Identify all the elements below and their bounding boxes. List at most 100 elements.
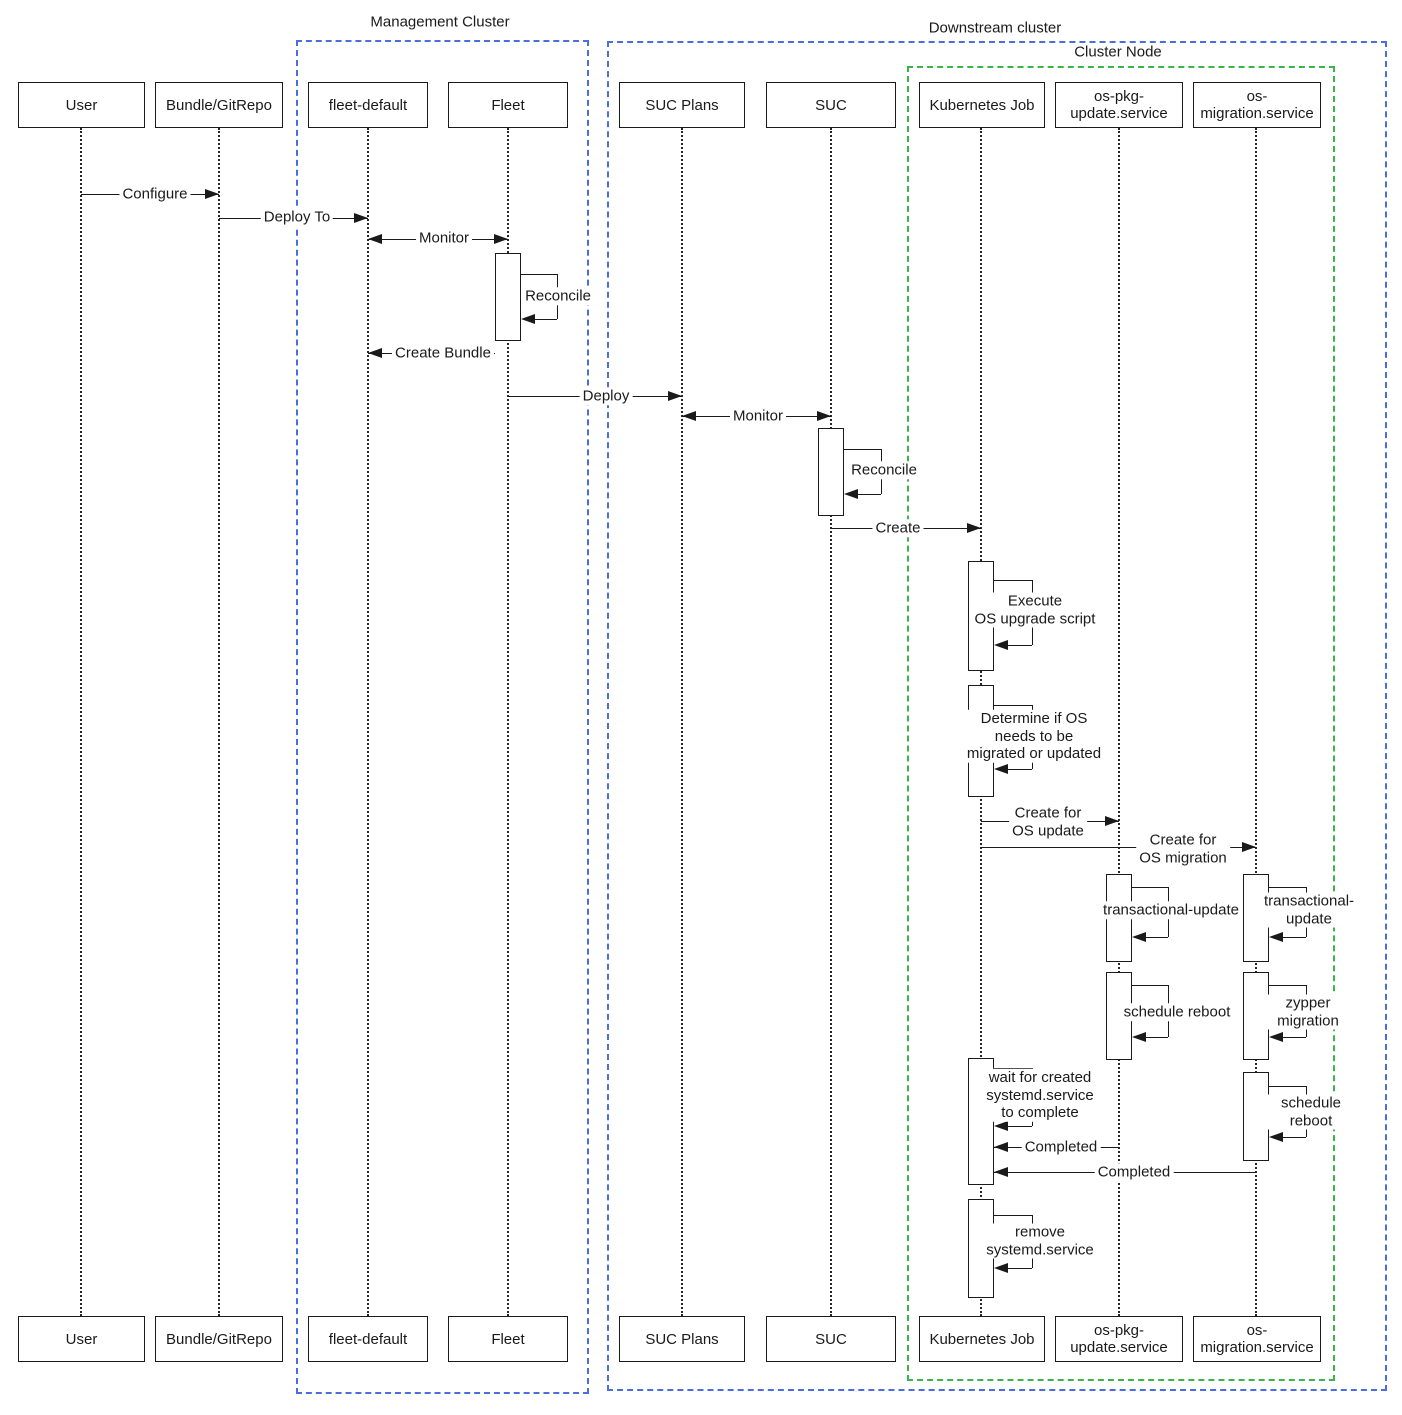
message-label-monitor-fleet: Monitor (415, 229, 473, 247)
participant-box-bottom-bundle-gitrepo: Bundle/GitRepo (155, 1316, 283, 1362)
participant-box-top-fleet-default: fleet-default (308, 82, 428, 128)
frame-label-management-cluster: Management Cluster (367, 13, 513, 31)
lifeline-os-migration-service (1255, 128, 1257, 1316)
activation-fleet-act (495, 253, 521, 341)
message-arrowhead-deploy (668, 391, 682, 402)
selfcall-arrowhead-transactional-update-pkg (1132, 932, 1146, 943)
participant-box-bottom-os-pkg-update-service: os-pkg- update.service (1055, 1316, 1183, 1362)
selfcall-label-schedule-reboot-mig: schedule reboot (1265, 1094, 1357, 1130)
lifeline-bundle-gitrepo (218, 128, 220, 1316)
frame-cluster-node (907, 66, 1335, 1381)
message-line-create-for-os-migration (981, 847, 1256, 848)
selfcall-bottom-wait-for-systemd-service (1006, 1126, 1032, 1127)
selfcall-bottom-transactional-update-pkg (1144, 937, 1168, 938)
selfcall-top-suc-reconcile (844, 449, 881, 450)
message-label-create-for-os-update: Create for OS update (1009, 804, 1087, 840)
participant-box-bottom-user: User (18, 1316, 145, 1362)
lifeline-suc-plans (681, 128, 683, 1316)
selfcall-arrowhead-schedule-reboot-mig (1269, 1132, 1283, 1143)
message-arrowhead-left-monitor-suc (682, 411, 696, 422)
lifeline-fleet-default (367, 128, 369, 1316)
selfcall-bottom-fleet-reconcile (533, 319, 557, 320)
selfcall-bottom-zypper-migration (1281, 1037, 1306, 1038)
message-arrowhead-create (967, 523, 981, 534)
message-label-completed-pkg: Completed (1021, 1138, 1101, 1156)
participant-box-top-os-migration-service: os- migration.service (1193, 82, 1321, 128)
selfcall-label-schedule-reboot-pkg: schedule reboot (1120, 1003, 1234, 1021)
participant-box-top-user: User (18, 82, 145, 128)
selfcall-top-determine-os-migrate-or-update (994, 705, 1032, 706)
message-label-configure: Configure (119, 185, 191, 203)
message-label-deploy: Deploy (579, 387, 633, 405)
selfcall-top-transactional-update-pkg (1132, 887, 1168, 888)
selfcall-label-zypper-migration: zypper migration (1261, 994, 1355, 1030)
lifeline-user (80, 128, 82, 1316)
selfcall-top-schedule-reboot-pkg (1132, 985, 1168, 986)
message-arrowhead-left-completed-pkg (994, 1142, 1008, 1153)
lifeline-suc (830, 128, 832, 1316)
lifeline-os-pkg-update-service (1118, 128, 1120, 1316)
activation-mig-act-3 (1243, 1072, 1269, 1161)
message-label-deploy-to: Deploy To (260, 208, 334, 226)
selfcall-top-transactional-update-mig (1269, 887, 1306, 888)
lifeline-fleet (507, 128, 509, 1316)
activation-suc-act (818, 428, 844, 516)
participant-box-top-bundle-gitrepo: Bundle/GitRepo (155, 82, 283, 128)
selfcall-label-fleet-reconcile: Reconcile (522, 287, 594, 305)
selfcall-arrowhead-execute-os-upgrade-script (994, 640, 1008, 651)
participant-box-top-kubernetes-job: Kubernetes Job (919, 82, 1045, 128)
selfcall-bottom-schedule-reboot-mig (1281, 1137, 1306, 1138)
message-arrowhead-left-monitor-fleet (368, 234, 382, 245)
selfcall-bottom-transactional-update-mig (1281, 937, 1306, 938)
message-label-completed-mig: Completed (1094, 1163, 1174, 1181)
message-arrowhead-configure (205, 189, 219, 200)
message-arrowhead-left-completed-mig (994, 1167, 1008, 1178)
selfcall-top-remove-systemd-service (994, 1215, 1032, 1216)
selfcall-top-zypper-migration (1269, 985, 1306, 986)
selfcall-label-execute-os-upgrade-script: Execute OS upgrade script (971, 592, 1099, 628)
participant-box-top-suc: SUC (766, 82, 896, 128)
selfcall-arrowhead-zypper-migration (1269, 1032, 1283, 1043)
selfcall-label-remove-systemd-service: remove systemd.service (983, 1223, 1097, 1259)
selfcall-arrowhead-remove-systemd-service (994, 1263, 1008, 1274)
frame-downstream-cluster (607, 41, 1387, 1391)
message-arrowhead-deploy-to (354, 213, 368, 224)
participant-box-top-suc-plans: SUC Plans (619, 82, 745, 128)
selfcall-top-execute-os-upgrade-script (994, 580, 1032, 581)
selfcall-label-transactional-update-mig: transactional-update (1260, 892, 1358, 928)
participant-box-top-os-pkg-update-service: os-pkg- update.service (1055, 82, 1183, 128)
message-arrowhead-monitor-suc (817, 411, 831, 422)
participant-box-bottom-suc-plans: SUC Plans (619, 1316, 745, 1362)
selfcall-label-determine-os-migrate-or-update: Determine if OS needs to be migrated or … (963, 709, 1105, 763)
participant-box-bottom-kubernetes-job: Kubernetes Job (919, 1316, 1045, 1362)
selfcall-arrowhead-transactional-update-mig (1269, 932, 1283, 943)
participant-box-bottom-fleet: Fleet (448, 1316, 568, 1362)
selfcall-arrowhead-schedule-reboot-pkg (1132, 1032, 1146, 1043)
participant-box-bottom-os-migration-service: os- migration.service (1193, 1316, 1321, 1362)
selfcall-arrowhead-determine-os-migrate-or-update (994, 764, 1008, 775)
selfcall-label-suc-reconcile: Reconcile (848, 461, 920, 479)
frame-label-cluster-node: Cluster Node (1071, 43, 1165, 61)
selfcall-label-wait-for-systemd-service: wait for created systemd.service to comp… (983, 1068, 1097, 1122)
selfcall-bottom-execute-os-upgrade-script (1006, 645, 1032, 646)
message-arrowhead-create-for-os-migration (1242, 842, 1256, 853)
selfcall-top-schedule-reboot-mig (1269, 1086, 1306, 1087)
message-label-create-bundle: Create Bundle (392, 344, 494, 362)
participant-box-bottom-fleet-default: fleet-default (308, 1316, 428, 1362)
participant-box-bottom-suc: SUC (766, 1316, 896, 1362)
selfcall-bottom-determine-os-migrate-or-update (1006, 769, 1032, 770)
participant-box-top-fleet: Fleet (448, 82, 568, 128)
frame-label-downstream-cluster: Downstream cluster (925, 19, 1065, 37)
message-label-create: Create (872, 519, 924, 537)
selfcall-label-transactional-update-pkg: transactional-update (1100, 901, 1242, 919)
selfcall-bottom-suc-reconcile (856, 494, 881, 495)
message-label-create-for-os-migration: Create for OS migration (1136, 831, 1230, 867)
selfcall-top-fleet-reconcile (521, 274, 557, 275)
message-label-monitor-suc: Monitor (729, 407, 787, 425)
selfcall-arrowhead-fleet-reconcile (521, 314, 535, 325)
message-arrowhead-monitor-fleet (494, 234, 508, 245)
message-arrowhead-create-for-os-update (1105, 816, 1119, 827)
frame-management-cluster (296, 40, 589, 1394)
selfcall-top-wait-for-systemd-service (994, 1068, 1032, 1069)
